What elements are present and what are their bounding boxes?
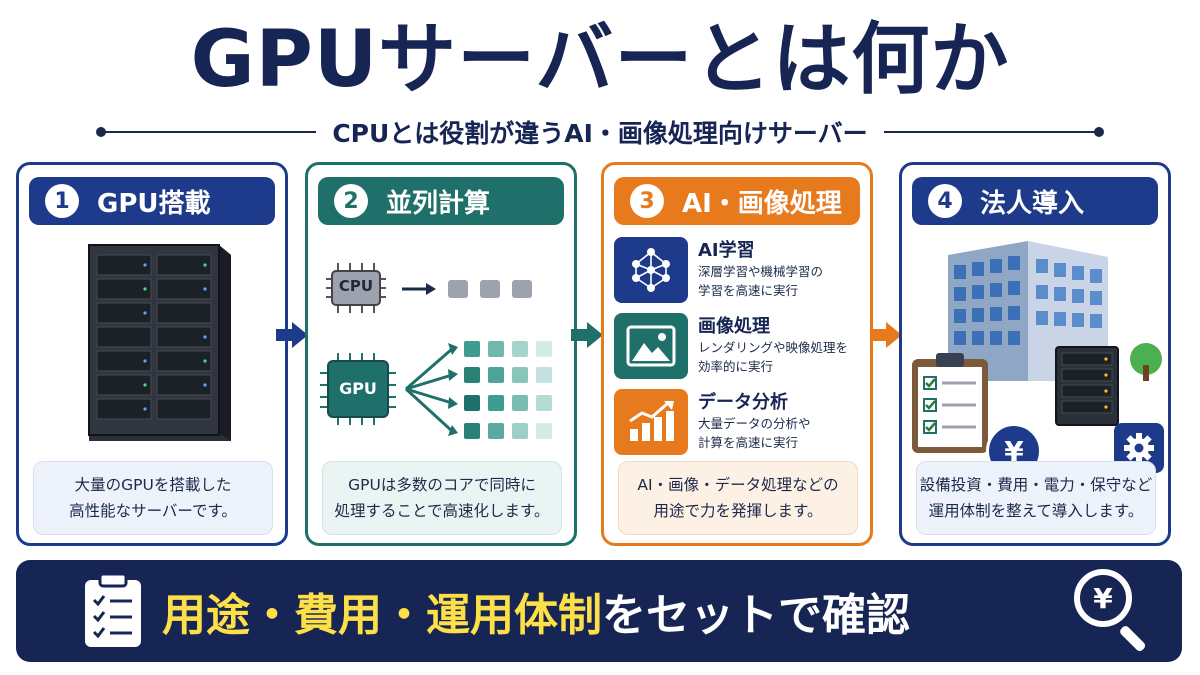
desc-line: 大量のGPUを搭載した	[74, 476, 232, 494]
card-description: AI・画像・データ処理などの 用途で力を発揮します。	[618, 461, 858, 535]
step-number: 2	[334, 184, 368, 218]
desc-line: 用途で力を発揮します。	[653, 502, 823, 520]
card-title: 法人導入	[980, 188, 1085, 219]
feature-desc: 学習を高速に実行	[698, 283, 799, 298]
banner-highlight: 用途・費用・運用体制	[162, 590, 602, 641]
arrow-right-icon	[571, 322, 603, 348]
bottom-banner: 用途・費用・運用体制をセットで確認 ¥	[16, 560, 1182, 662]
step-number: 1	[45, 184, 79, 218]
step-number: 4	[928, 184, 962, 218]
card-parallel-compute: 2 並列計算 CPU GPU	[305, 162, 577, 546]
desc-line: 設備投資・費用・電力・保守など	[919, 476, 1153, 494]
page-title: GPUサーバーとは何か	[190, 15, 1010, 105]
feature-ai-learning: AI学習 深層学習や機械学習の 学習を高速に実行	[614, 235, 864, 305]
card-description: 大量のGPUを搭載した 高性能なサーバーです。	[33, 461, 273, 535]
step-number: 3	[630, 184, 664, 218]
feature-title: データ分析	[698, 392, 788, 413]
feature-desc: 深層学習や機械学習の	[698, 264, 824, 279]
card-ai-image-processing: 3 AI・画像処理 AI学習 深層学習や機械学習の 学習を	[601, 162, 873, 546]
card-title: 並列計算	[386, 188, 491, 219]
gpu-label: GPU	[339, 379, 377, 398]
feature-desc: 大量データの分析や	[698, 416, 811, 431]
feature-desc: 計算を高速に実行	[698, 435, 799, 450]
yen-search-icon: ¥	[1074, 569, 1154, 653]
feature-title: AI学習	[698, 240, 755, 261]
banner-message: 用途・費用・運用体制をセットで確認	[162, 579, 910, 643]
parallel-flow	[404, 341, 552, 439]
card-gpu-equipped: 1 GPU搭載 大量のGPUを搭載した 高性能なサーバーです。	[16, 162, 288, 546]
card-header: 4 法人導入	[912, 177, 1158, 225]
feature-title: 画像処理	[698, 316, 770, 337]
card-title: GPU搭載	[97, 188, 211, 219]
feature-image-processing: 画像処理 レンダリングや映像処理を 効率的に実行	[614, 311, 864, 381]
cpu-chip-icon	[326, 263, 386, 313]
desc-line: GPUは多数のコアで同時に	[348, 476, 536, 494]
subtitle-divider-right	[883, 127, 1105, 137]
desc-line: 運用体制を整えて導入します。	[928, 502, 1144, 520]
banner-text: をセットで確認	[602, 590, 910, 641]
card-header: 3 AI・画像処理	[614, 177, 860, 225]
cpu-label: CPU	[338, 277, 374, 295]
arrow-right-icon	[870, 322, 902, 348]
card-description: 設備投資・費用・電力・保守など 運用体制を整えて導入します。	[916, 461, 1156, 535]
card-header: 1 GPU搭載	[29, 177, 275, 225]
neural-network-icon	[614, 237, 688, 303]
feature-desc: 効率的に実行	[698, 359, 774, 374]
card-header: 2 並列計算	[318, 177, 564, 225]
subtitle: CPUとは役割が違うAI・画像処理向けサーバー	[332, 119, 868, 148]
gpu-chip-icon	[320, 353, 396, 425]
feature-desc: レンダリングや映像処理を	[698, 340, 849, 355]
yen-symbol: ¥	[1004, 434, 1024, 468]
yen-symbol: ¥	[1093, 581, 1113, 615]
checklist-icon	[85, 572, 141, 647]
feature-data-analysis: データ分析 大量データの分析や 計算を高速に実行	[614, 387, 864, 457]
desc-line: 高性能なサーバーです。	[69, 502, 237, 520]
arrow-right-icon	[276, 322, 308, 348]
sequential-flow	[402, 280, 532, 298]
card-title: AI・画像処理	[682, 188, 842, 219]
card-corporate-adoption: 4 法人導入	[899, 162, 1171, 546]
server-icon	[1055, 346, 1119, 426]
checklist-clipboard-icon	[912, 353, 988, 453]
subtitle-divider-left	[95, 127, 317, 137]
bar-chart-icon	[614, 389, 688, 455]
image-icon	[614, 313, 688, 379]
subtitle-row: CPUとは役割が違うAI・画像処理向けサーバー	[95, 117, 1105, 148]
desc-line: AI・画像・データ処理などの	[637, 476, 839, 494]
server-rack-icon	[88, 244, 231, 441]
card-description: GPUは多数のコアで同時に 処理することで高速化します。	[322, 461, 562, 535]
office-building-icon	[948, 241, 1162, 381]
desc-line: 処理することで高速化します。	[334, 502, 550, 520]
